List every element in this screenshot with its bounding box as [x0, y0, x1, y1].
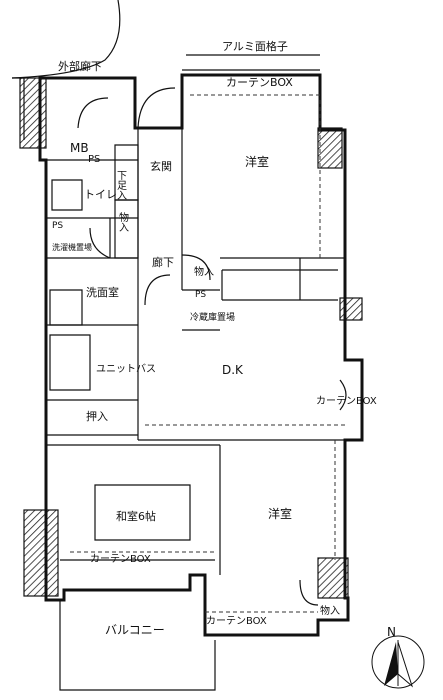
label-shoe: 下足入	[115, 170, 127, 200]
label-youshitsu-top: 洋室	[245, 154, 269, 169]
label-ps1: PS	[88, 154, 100, 165]
structural-columns	[19, 77, 363, 599]
label-toilet: トイレ	[84, 188, 117, 201]
label-fridge: 冷蔵庫置場	[190, 311, 235, 323]
label-curtain-box-left: カーテンBOX	[90, 553, 151, 565]
label-storage1: 物入	[194, 265, 214, 278]
label-oshiire: 押入	[86, 409, 108, 423]
label-lattice: アルミ面格子	[222, 39, 288, 53]
label-sanitary: 洗面室	[86, 285, 119, 299]
label-genkan: 玄関	[150, 159, 172, 173]
interior-walls	[46, 128, 345, 691]
label-curtain-box-right: カーテンBOX	[316, 395, 377, 407]
corridor-curve	[11, 0, 121, 79]
outer-walls	[12, 54, 364, 637]
label-youshitsu-bottom: 洋室	[268, 506, 292, 521]
north-arrow	[371, 635, 425, 689]
label-washitsu: 和室6帖	[116, 509, 156, 523]
label-closet-small: 物入	[117, 211, 129, 232]
label-bath: ユニットバス	[96, 363, 156, 375]
label-dk: D.K	[222, 363, 244, 377]
label-curtain-box-top: カーテンBOX	[226, 76, 293, 89]
door-swings	[77, 87, 347, 606]
label-balcony: バルコニー	[105, 623, 165, 637]
label-north: N	[387, 625, 396, 639]
label-storage2: 物入	[320, 604, 340, 617]
label-curtain-box-bottom: カーテンBOX	[206, 615, 267, 627]
label-mb: MB	[70, 141, 89, 155]
label-corridor: 外部廊下	[58, 59, 102, 73]
room-labels: 外部廊下 アルミ面格子 カーテンBOX MB PS 玄関 下足入 物入 トイレ …	[52, 39, 396, 639]
label-ps2: PS	[52, 221, 63, 231]
label-washer: 洗濯機置場	[52, 242, 92, 252]
label-ps3: PS	[195, 290, 206, 300]
label-hallway: 廊下	[152, 255, 174, 269]
dashed-lines	[70, 94, 345, 613]
